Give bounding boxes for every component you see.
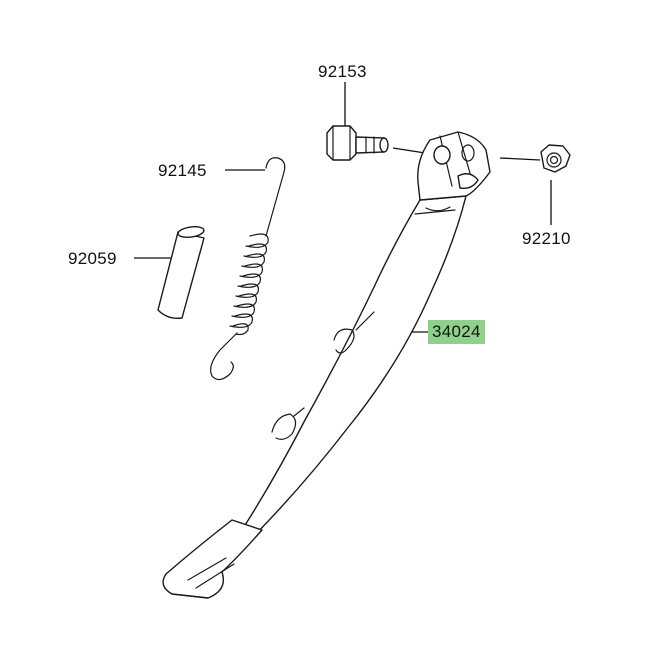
part-label-92153[interactable]: 92153 xyxy=(318,62,367,81)
bolt-92153 xyxy=(326,125,389,161)
leader-lines xyxy=(134,82,552,333)
part-label-92210[interactable]: 92210 xyxy=(522,229,571,248)
leader-stand-to-nut xyxy=(499,157,541,161)
part-label-92059[interactable]: 92059 xyxy=(68,249,117,268)
spring-92145 xyxy=(210,157,286,381)
part-label-34024[interactable]: 34024 xyxy=(428,320,485,344)
sleeve-92059 xyxy=(157,226,205,320)
nut-92210 xyxy=(540,144,571,173)
side-stand-34024 xyxy=(162,131,491,599)
part-label-92145[interactable]: 92145 xyxy=(158,161,207,180)
